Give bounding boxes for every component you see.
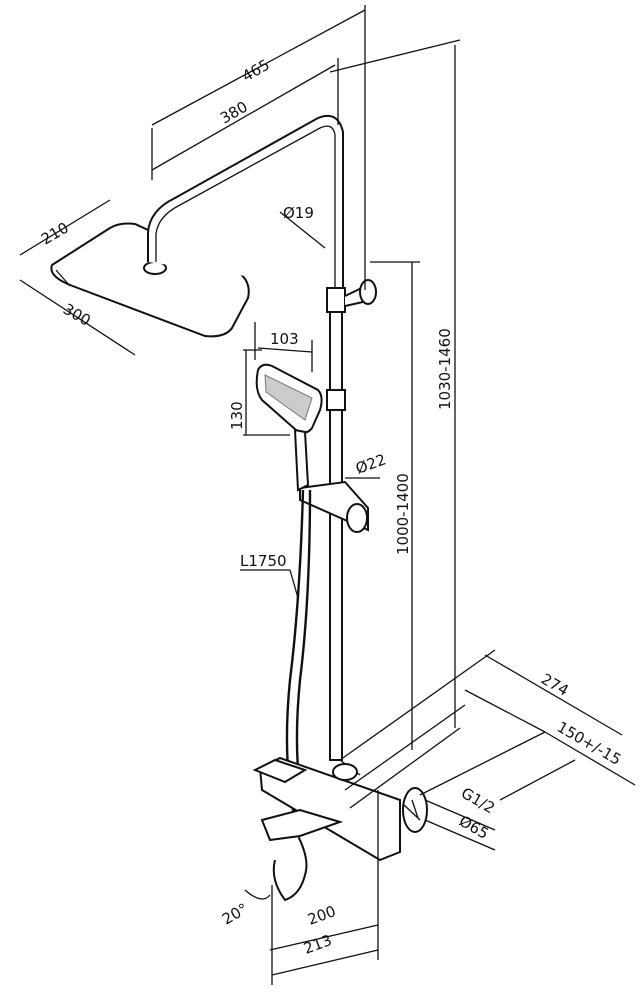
label-200: 200 — [305, 902, 338, 929]
label-d65: Ø65 — [456, 812, 492, 843]
shower-arm — [147, 114, 344, 290]
dimension-lines — [19, 5, 636, 985]
label-130: 130 — [228, 401, 246, 430]
label-213: 213 — [301, 931, 334, 958]
label-20deg: 20° — [219, 900, 251, 929]
label-l1750: L1750 — [240, 552, 287, 570]
mixer-body — [252, 756, 428, 902]
label-103: 103 — [270, 330, 299, 348]
nozzle-grid — [264, 374, 313, 421]
label-210: 210 — [38, 219, 72, 249]
hand-shower — [255, 363, 323, 492]
riser-pipe — [299, 279, 377, 761]
label-465: 465 — [239, 56, 273, 86]
label-1000-1400: 1000-1400 — [394, 473, 412, 555]
label-d22: Ø22 — [353, 450, 388, 477]
label-1030-1460: 1030-1460 — [436, 328, 454, 410]
label-d19: Ø19 — [283, 204, 314, 222]
